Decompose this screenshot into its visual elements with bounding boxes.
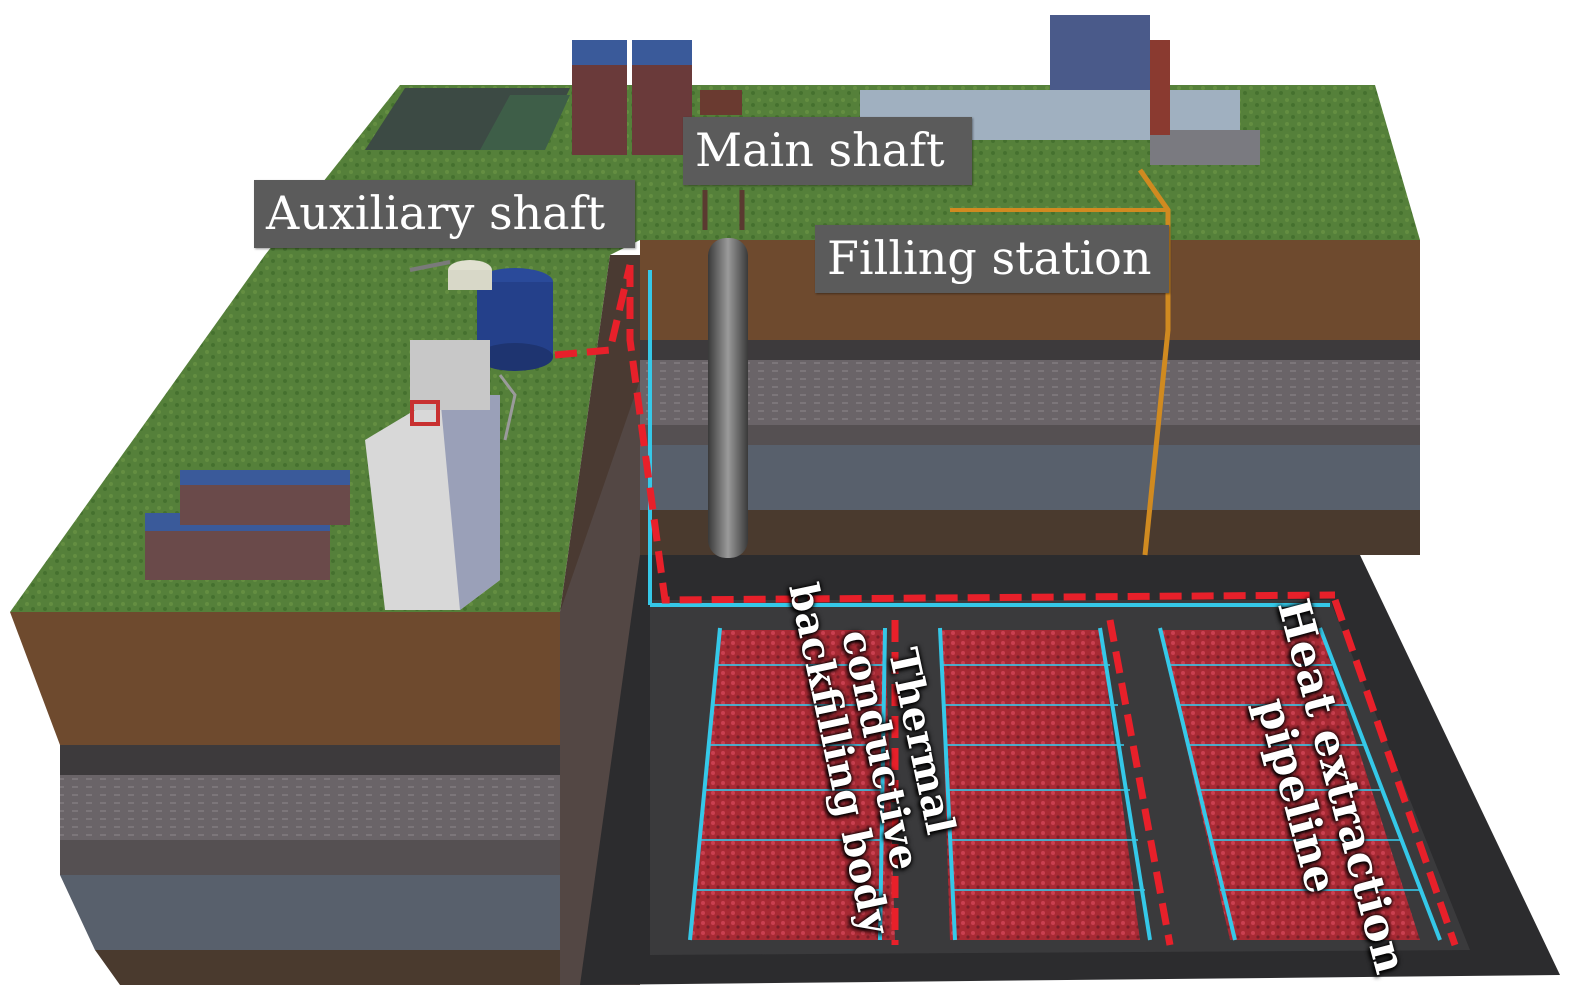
- left-front-strata: [10, 612, 560, 985]
- main-shaft-label: Main shaft: [683, 117, 972, 185]
- back-front-strata: [640, 240, 1420, 555]
- heat-pipeline-cyan: [648, 270, 1442, 941]
- backfill-panels: [690, 630, 1420, 940]
- auxiliary-shaft-label: Auxiliary shaft: [254, 180, 635, 248]
- tall-building: [365, 340, 500, 610]
- low-buildings: [145, 470, 350, 580]
- filling-station-label: Filling station: [815, 225, 1169, 293]
- greenhouses: [365, 88, 570, 150]
- headframe: [700, 90, 745, 230]
- main-shaft-pipe: [708, 238, 748, 558]
- water-tank: [448, 260, 553, 371]
- heat-pipeline-red: [554, 264, 1459, 947]
- office-buildings-back: [572, 40, 692, 155]
- industrial-plant: [860, 15, 1260, 165]
